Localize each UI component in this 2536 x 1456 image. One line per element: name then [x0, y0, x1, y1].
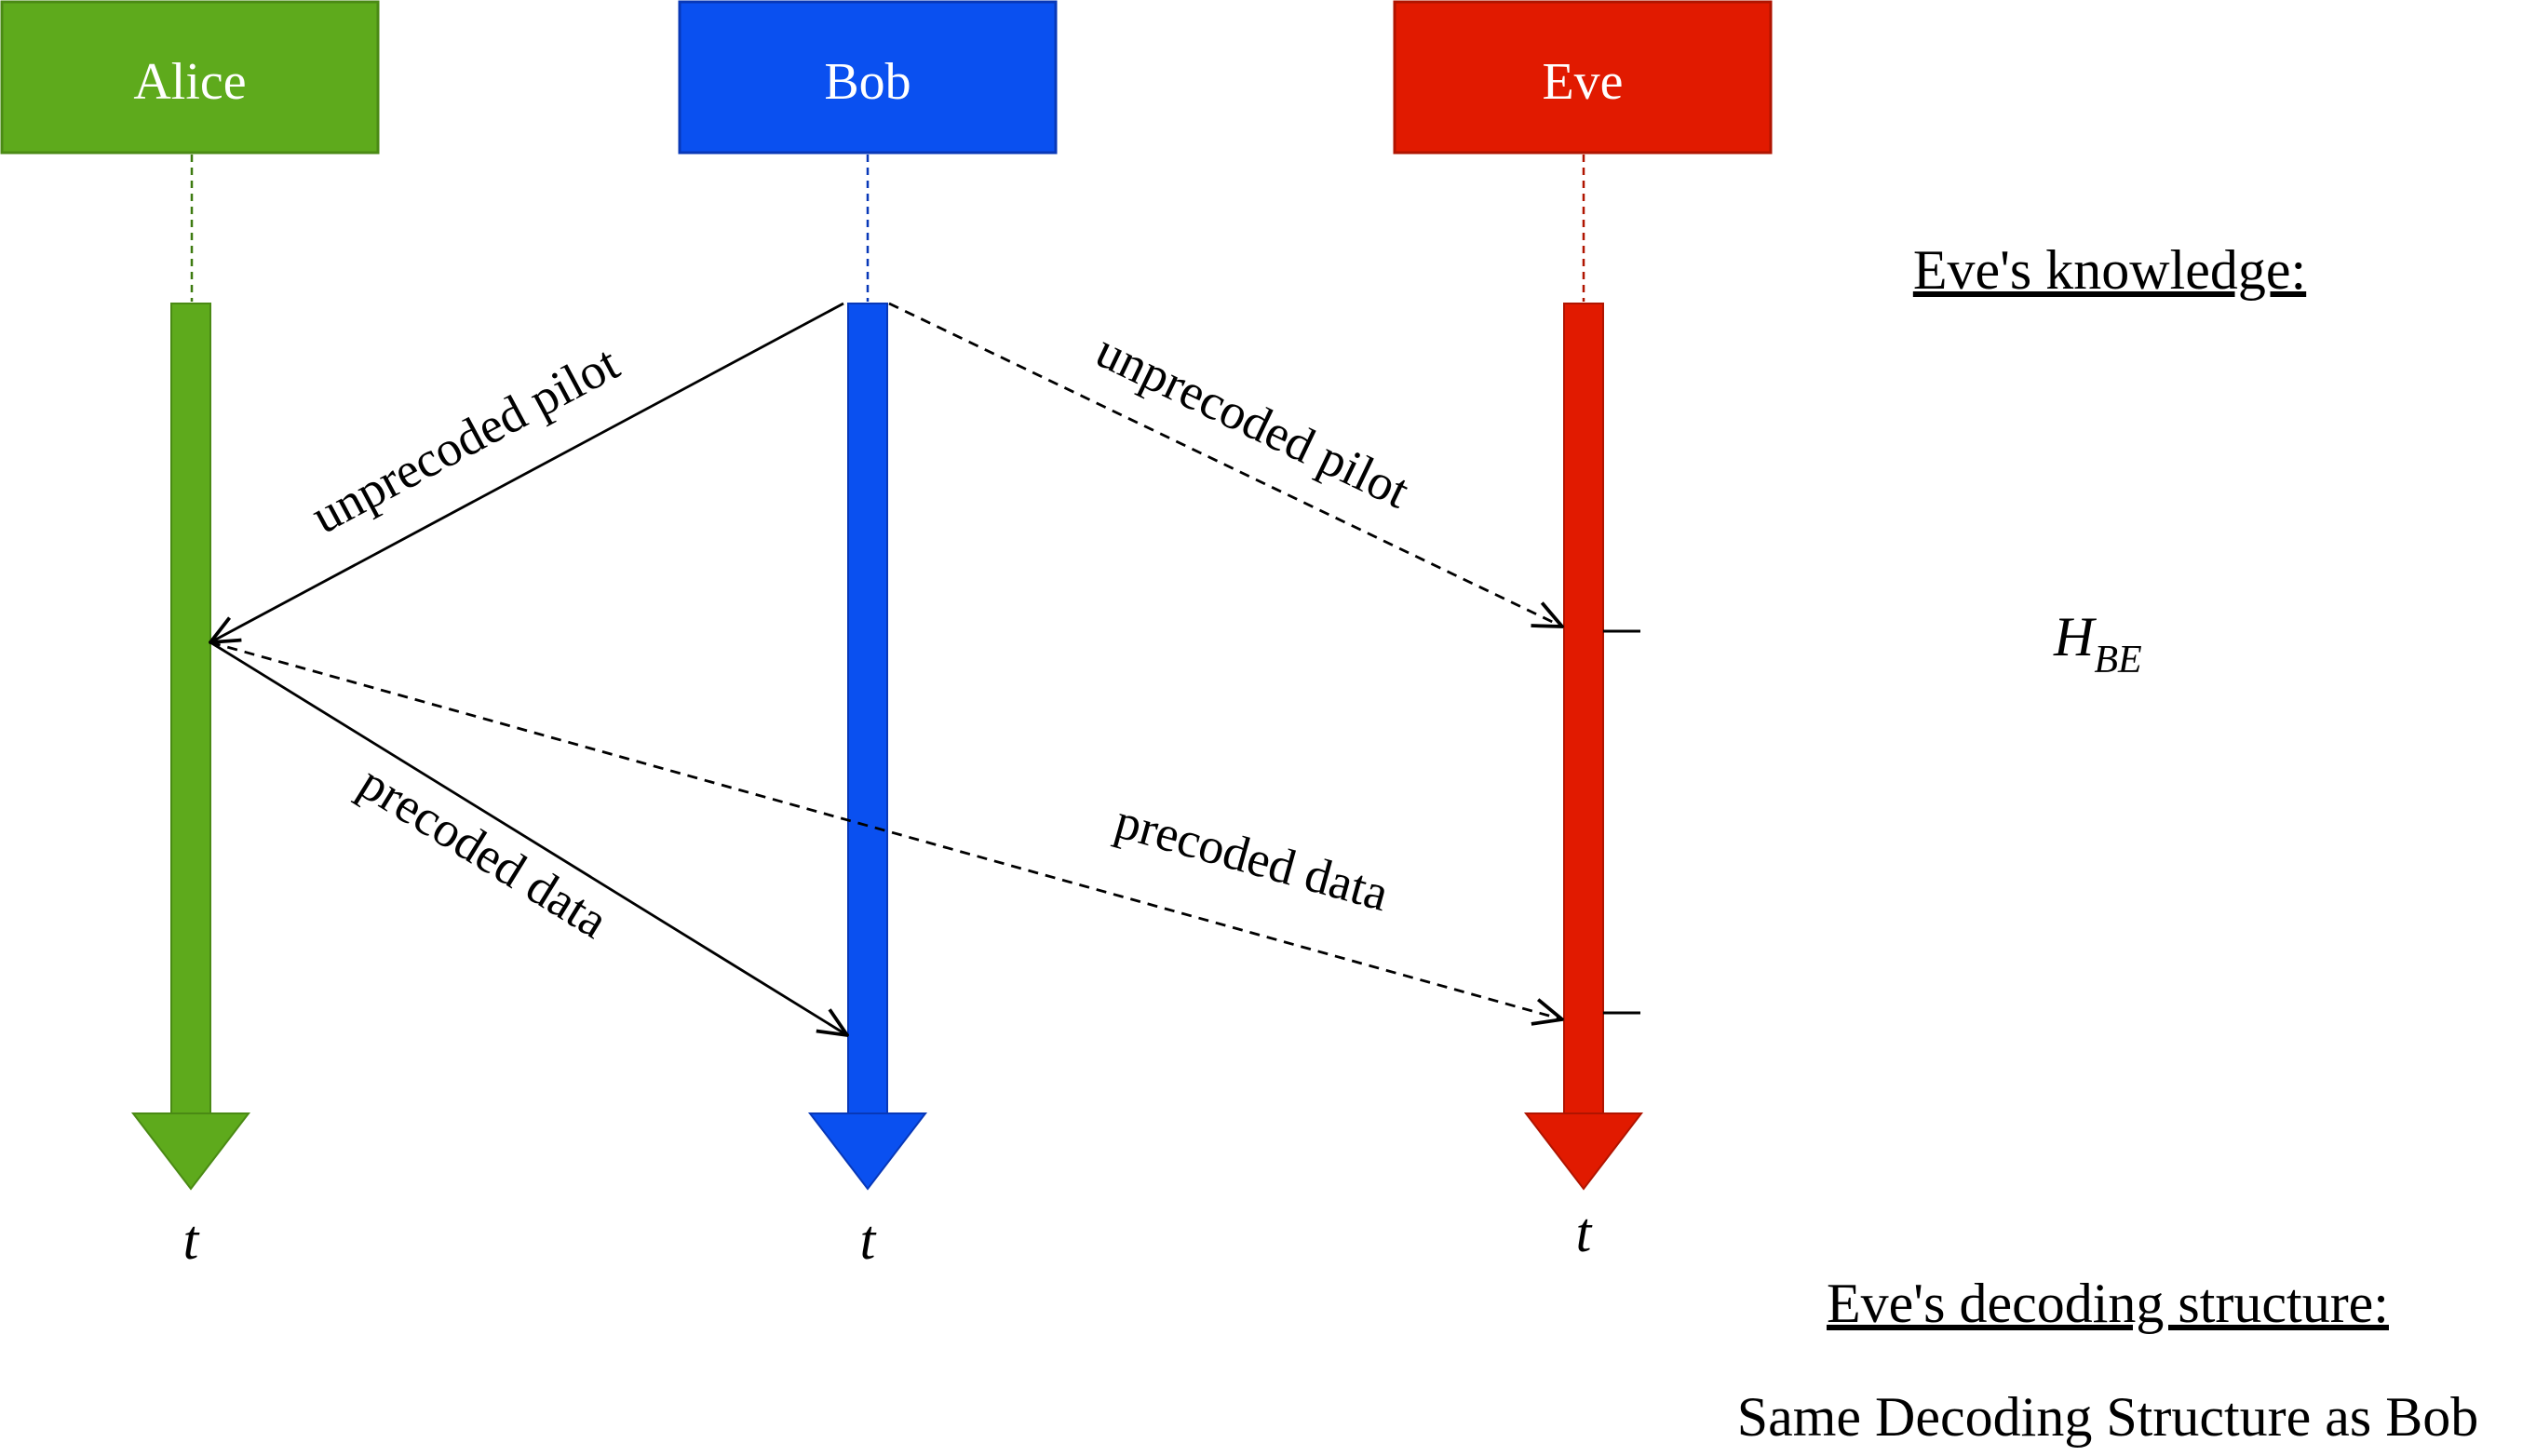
eve-lifeline [1523, 303, 1644, 1191]
eve-header: Eve [1393, 0, 1773, 155]
label-alice-to-bob-data: precoded data [350, 754, 618, 949]
label-alice-to-eve-data: precoded data [1110, 792, 1395, 922]
alice-time-label: t [183, 1209, 200, 1271]
bob-label: Bob [824, 53, 911, 111]
arrow-bob-to-alice-pilot [210, 302, 844, 642]
eve-knowledge-heading: Eve's knowledge: [1913, 239, 2306, 301]
alice-header: Alice [0, 0, 380, 155]
eve-decoding-value: Same Decoding Structure as Bob [1737, 1386, 2479, 1448]
label-bob-to-eve-pilot: unprecoded pilot [1087, 322, 1418, 519]
bob-lifeline [807, 303, 928, 1191]
eve-decoding-heading: Eve's decoding structure: [1827, 1273, 2389, 1334]
alice-lifeline [130, 303, 251, 1191]
arrow-alice-to-eve-data [209, 640, 1562, 1019]
arrow-alice-to-bob-data [209, 640, 847, 1035]
bob-header: Bob [678, 0, 1058, 155]
eve-knowledge-section: Eve's knowledge: HBE [1913, 239, 2306, 681]
eve-decoding-section: Eve's decoding structure: Same Decoding … [1737, 1273, 2479, 1448]
arrow-bob-to-eve-pilot [888, 302, 1562, 627]
eve-label: Eve [1542, 53, 1623, 111]
knowledge-subscript: BE [2094, 639, 2141, 681]
eve-time-label: t [1576, 1202, 1593, 1263]
label-bob-to-alice-pilot: unprecoded pilot [303, 335, 628, 545]
eve-knowledge-value: HBE [2053, 606, 2142, 681]
alice-label: Alice [133, 53, 246, 111]
knowledge-symbol: H [2053, 606, 2098, 667]
bob-time-label: t [860, 1209, 877, 1271]
